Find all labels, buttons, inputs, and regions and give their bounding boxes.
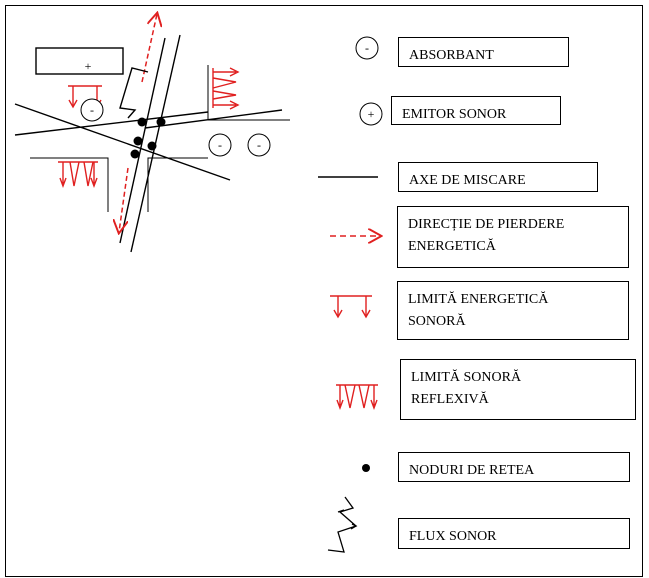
emitor-text: EMITOR SONOR [402, 107, 507, 122]
directie-line2: ENERGETICĂ [408, 238, 496, 254]
svg-text:-: - [365, 41, 369, 55]
svg-text:-: - [90, 103, 94, 117]
svg-text:+: + [368, 107, 375, 121]
legend-emitor-label: EMITOR SONOR [391, 96, 561, 125]
legend-reflexive-limit-symbol [336, 384, 378, 410]
limita-energetica-line1: LIMITĂ ENERGETICĂ [408, 292, 549, 307]
absorbant-text: ABSORBANT [409, 48, 494, 63]
axe-text: AXE DE MISCARE [409, 173, 526, 188]
emitter-box [35, 47, 124, 75]
legend-flux-label: FLUX SONOR [398, 518, 630, 549]
sound-flux-path [119, 67, 149, 119]
network-nodes [130, 117, 166, 159]
legend-limita-reflexiva-label: LIMITĂ SONORĂ REFLEXIVĂ [400, 359, 636, 420]
reflexive-limit-right [212, 67, 240, 110]
svg-text:-: - [218, 138, 222, 152]
legend-axe-label: AXE DE MISCARE [398, 162, 598, 192]
legend-emitor-symbol: + [359, 102, 383, 126]
svg-text:-: - [257, 138, 261, 152]
walls [30, 65, 290, 212]
directie-line1: DIRECȚIE DE PIERDERE [408, 217, 565, 232]
legend-noduri-label: NODURI DE RETEA [398, 452, 630, 482]
noduri-text: NODURI DE RETEA [409, 463, 535, 478]
limita-energetica-line2: SONORĂ [408, 313, 466, 329]
absorbers-diagram: - - - [80, 98, 271, 157]
legend-directie-label: DIRECȚIE DE PIERDERE ENERGETICĂ [397, 206, 629, 268]
legend-node-symbol [362, 464, 370, 472]
emitter-plus-symbol: + [85, 59, 92, 73]
legend-absorbant-label: ABSORBANT [398, 37, 569, 67]
limita-reflexiva-line2: REFLEXIVĂ [411, 391, 489, 407]
legend-absorbant-symbol: - [355, 36, 379, 60]
figure-frame [5, 5, 643, 577]
reflexive-limit-left [58, 161, 98, 188]
energy-loss-arrow-down [119, 167, 129, 232]
legend-limita-energetica-label: LIMITĂ ENERGETICĂ SONORĂ [397, 281, 629, 340]
flux-text: FLUX SONOR [409, 529, 497, 544]
energy-loss-arrow-up [141, 14, 157, 83]
limita-reflexiva-line1: LIMITĂ SONORĂ [411, 370, 522, 385]
legend-energy-limit-symbol [330, 295, 372, 319]
